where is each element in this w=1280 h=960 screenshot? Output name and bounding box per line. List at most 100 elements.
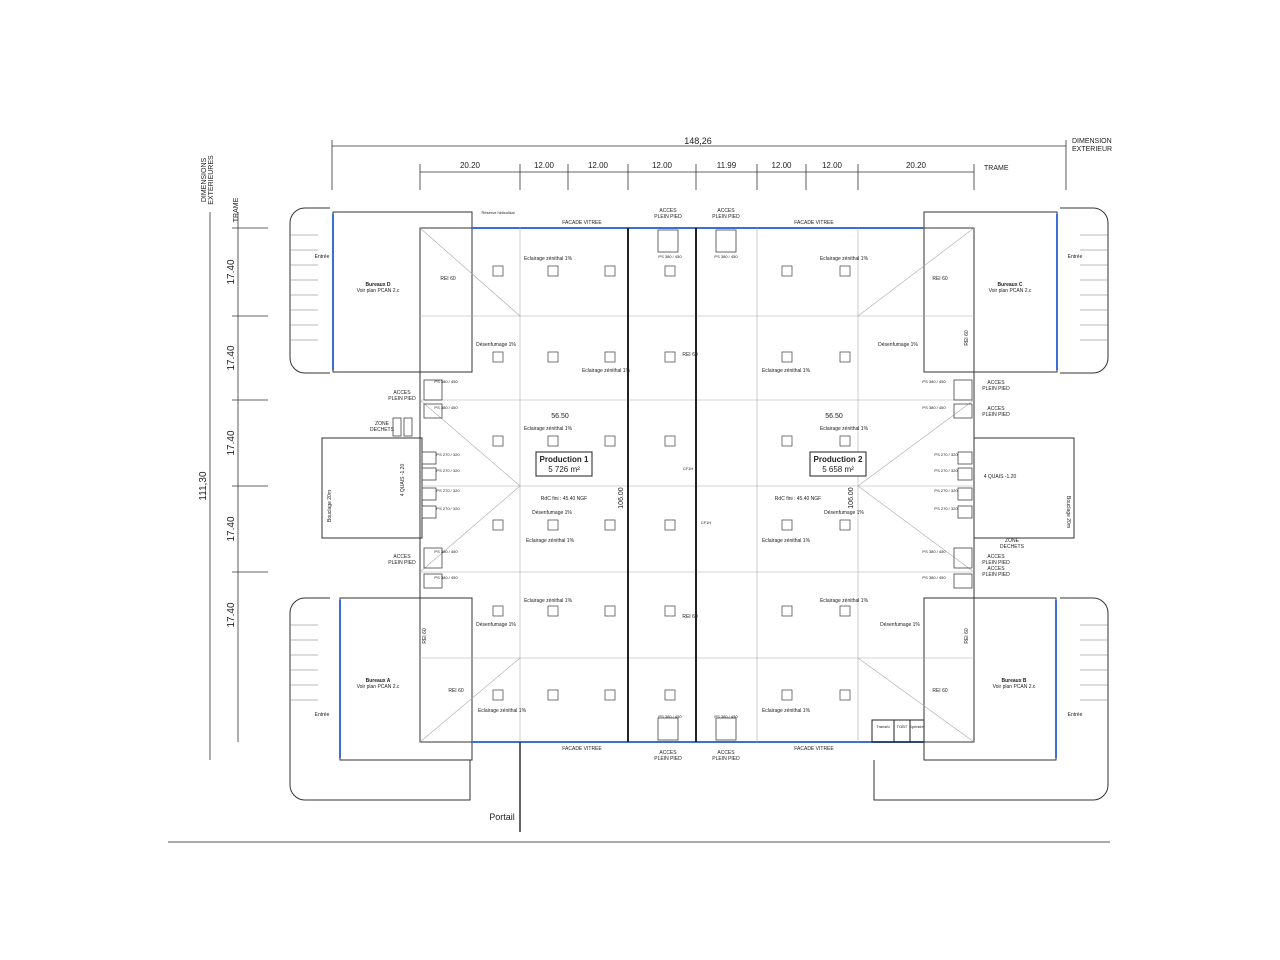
quais-left: 4 QUAIS -1.20 (400, 464, 406, 497)
acces-label-8: ACCES (987, 554, 1005, 560)
grid-y-value: 17.40 (226, 345, 237, 370)
grid-x-value: 11.99 (717, 161, 737, 170)
rei-label-1: REI 60 (932, 276, 948, 282)
facade-bottom-left: FACADE VITREE (562, 746, 602, 752)
grid-x-value: 12.00 (652, 161, 673, 170)
production-1-box (535, 451, 593, 477)
eclairage-label-5: Eclairage zénithal 1% (820, 426, 869, 432)
left-trame: TRAME (233, 197, 240, 222)
parking-bottom-right (873, 597, 1109, 801)
entree-bottom-left: Entrée (315, 712, 330, 718)
rdc-right: RdC fini : 45.40 NGF (775, 496, 821, 502)
ps270-label-5: PS 270 / 320 (934, 468, 958, 473)
office-block-b (923, 597, 1057, 761)
structural-grid (419, 227, 975, 743)
facade-top-right: FACADE VITREE (794, 220, 834, 226)
eclairage-label-9: Eclairage zénithal 1% (820, 598, 869, 604)
overall-width: 148,26 (684, 136, 712, 146)
rdc-left: RdC fini : 45.40 NGF (541, 496, 587, 502)
dimension-lines (209, 140, 1067, 760)
portail-label: Portail (489, 812, 515, 822)
plein-pied-label-3: PLEIN PIED (712, 756, 740, 762)
grid-y-value: 17.40 (226, 430, 237, 455)
production-hall-left (419, 227, 629, 743)
ps270-label-1: PS 270 / 320 (436, 468, 460, 473)
office-b-title: Bureaux B (1001, 678, 1026, 684)
tgbt-label: TGBT (897, 724, 908, 729)
acces-label-2: ACCES (659, 750, 677, 756)
ps380-label-10: PS 380 / 450 (658, 714, 682, 719)
office-d-sub: Voir plan PCAN 2.c (357, 288, 400, 294)
plein-pied-label-7: PLEIN PIED (982, 412, 1010, 418)
overall-label-2: EXTERIEUR (1072, 146, 1112, 153)
rei-label-v-3: REI 60 (422, 628, 428, 644)
grid-x-value: 12.00 (588, 161, 609, 170)
production-2-box (809, 451, 867, 477)
eclairage-label-4: Eclairage zénithal 1% (524, 426, 573, 432)
production-2-area: 5 658 m² (822, 465, 854, 474)
acces-label-4: ACCES (393, 390, 411, 396)
zone-right: ZONE (1005, 538, 1020, 544)
ps380-label-4: PS 380 / 450 (922, 379, 946, 384)
ps380-label-2: PS 380 / 450 (434, 549, 458, 554)
ps380-label-1: PS 380 / 450 (434, 405, 458, 410)
ps270-label-4: PS 270 / 320 (934, 452, 958, 457)
office-block-d (332, 211, 473, 373)
rei-label-3: REI 60 (682, 614, 698, 620)
dock-doors (392, 229, 973, 741)
inner-width-left: 56.50 (551, 413, 569, 420)
office-b-sub: Voir plan PCAN 2.c (993, 684, 1036, 690)
grid-y-value: 17.40 (226, 259, 237, 284)
ps380-label-8: PS 380 / 450 (658, 254, 682, 259)
ps380-label-5: PS 380 / 450 (922, 405, 946, 410)
building-outline (289, 207, 1109, 801)
ps270-label-7: PS 270 / 320 (934, 506, 958, 511)
ps380-label-9: PS 380 / 450 (714, 254, 738, 259)
dechets-left: DECHETS (370, 427, 395, 433)
facade-bottom-right: FACADE VITREE (794, 746, 834, 752)
desenfumage-label-2: Désenfumage 1% (532, 510, 572, 516)
plein-pied-label-9: PLEIN PIED (982, 572, 1010, 578)
entree-top-right: Entrée (1068, 254, 1083, 260)
bouclage-right: Bouclage 20m (1065, 496, 1071, 528)
dechets-right: DECHETS (1000, 544, 1025, 550)
cfh-bottom: CF1H (701, 520, 712, 525)
eclairage-label-8: Eclairage zénithal 1% (524, 598, 573, 604)
office-c-sub: Voir plan PCAN 2.c (989, 288, 1032, 294)
plein-pied-label-6: PLEIN PIED (982, 386, 1010, 392)
ps380-label-6: PS 380 / 450 (922, 549, 946, 554)
eclairage-label-7: Eclairage zénithal 1% (762, 538, 811, 544)
ps270-label-2: PS 270 / 320 (436, 488, 460, 493)
office-d-title: Bureaux D (365, 282, 390, 288)
parking-top-right (1060, 207, 1109, 374)
plein-pied-label-1: PLEIN PIED (712, 214, 740, 220)
left-label-1: DIMENSIONS (201, 158, 208, 203)
inner-height-left: 106.00 (618, 487, 625, 509)
desenfumage-label-0: Désenfumage 1% (476, 342, 516, 348)
acces-label-0: ACCES (659, 208, 677, 214)
eclairage-label-0: Eclairage zénithal 1% (524, 256, 573, 262)
production-1-title: Production 1 (540, 455, 589, 464)
central-spine (627, 227, 697, 743)
inner-height-right: 106.00 (848, 487, 855, 509)
entree-top-left: Entrée (315, 254, 330, 260)
technical-rooms (871, 719, 925, 743)
grid-x-value: 12.00 (822, 161, 843, 170)
reserve-label: Réserve hélicoïdal (482, 210, 515, 215)
grid-y-value: 17.40 (226, 516, 237, 541)
left-label-2: EXTERIEURES (208, 155, 215, 205)
overall-height: 111,30 (198, 471, 209, 501)
dock-right (973, 437, 1075, 539)
desenfumage-label-4: Désenfumage 1% (476, 622, 516, 628)
glazed-facades (332, 214, 1058, 758)
acces-label-7: ACCES (987, 406, 1005, 412)
grid-y-dimensions: 17.4017.4017.4017.4017.40111,30DIMENSION… (198, 155, 268, 628)
eclairage-label-2: Eclairage zénithal 1% (582, 368, 631, 374)
overall-label-1: DIMENSION (1072, 138, 1112, 145)
quais-right: 4 QUAIS -1.20 (984, 474, 1017, 480)
eclairage-label-1: Eclairage zénithal 1% (820, 256, 869, 262)
rei-label-4: REI 60 (932, 688, 948, 694)
ps270-label-6: PS 270 / 320 (934, 488, 958, 493)
